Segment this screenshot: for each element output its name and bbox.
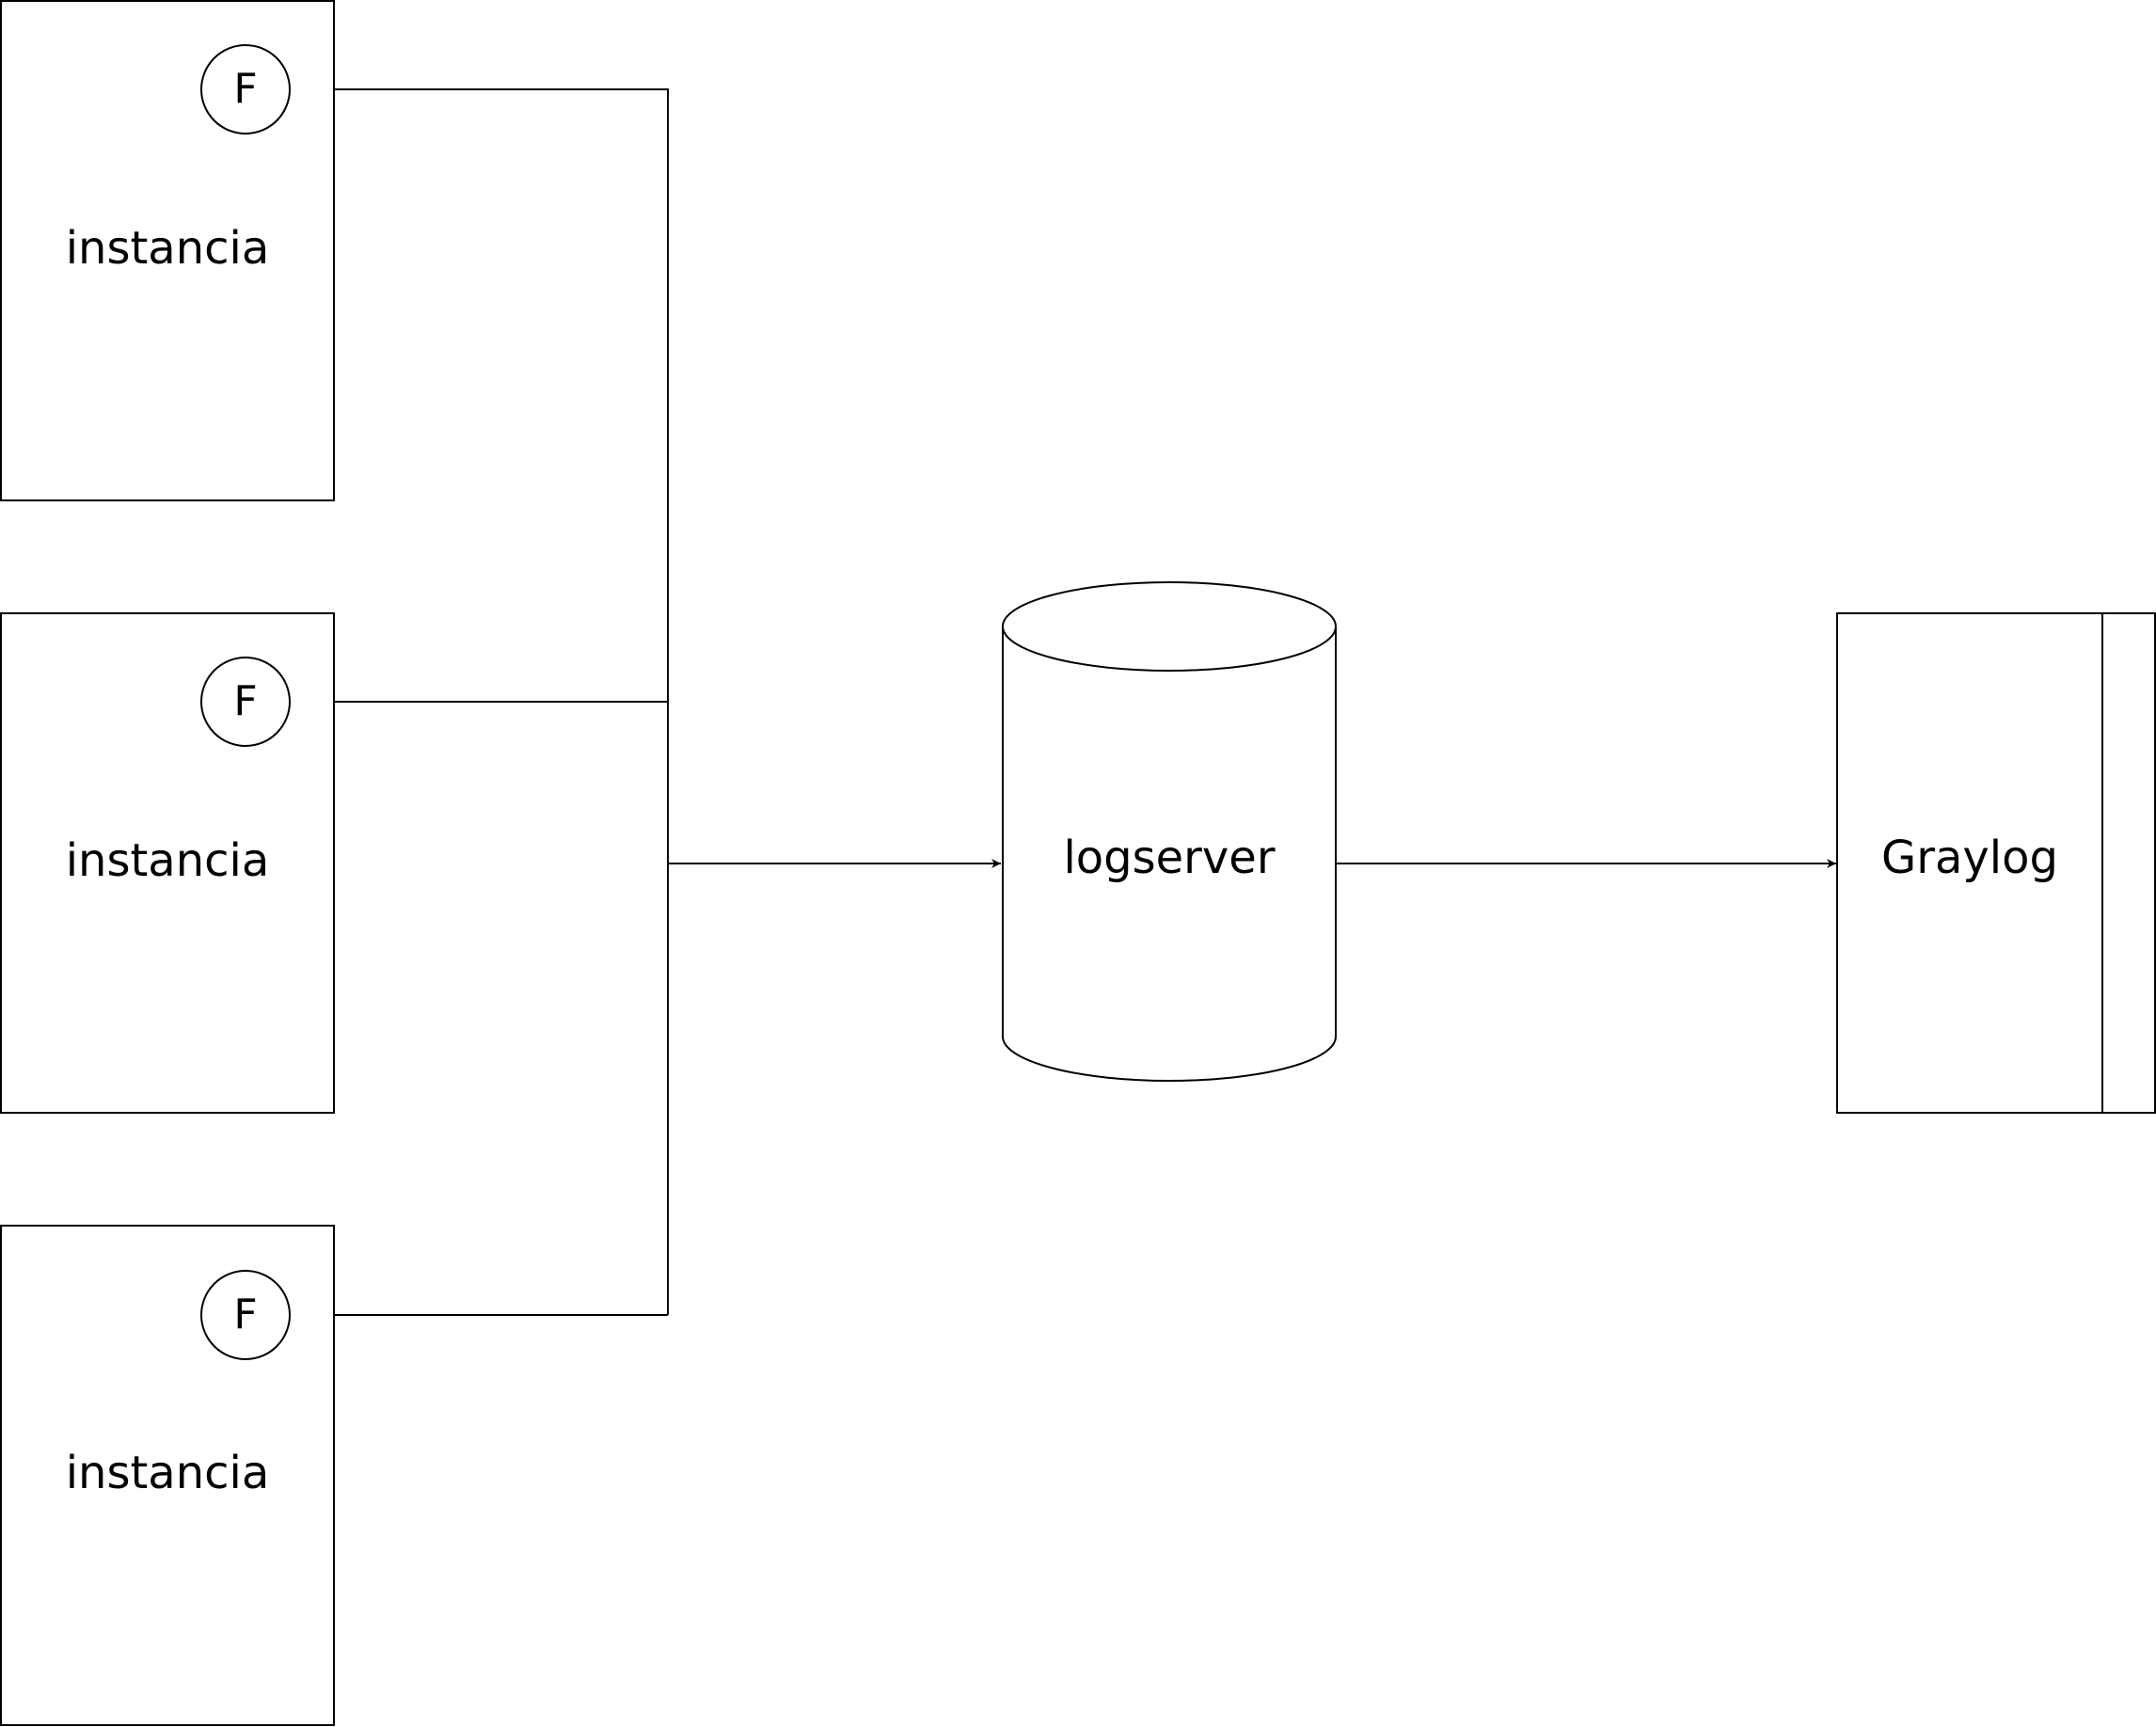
logserver-label: logserver xyxy=(1063,832,1275,884)
database-cylinder-top xyxy=(1002,581,1337,672)
instance-node-2[interactable]: instancia F xyxy=(0,612,335,1114)
edge-instance-1-to-bus xyxy=(292,88,669,1315)
filebeat-badge-label: F xyxy=(233,677,257,725)
connectors xyxy=(292,88,1836,1316)
filebeat-badge-label: F xyxy=(233,1291,257,1339)
instance-node-3[interactable]: instancia F xyxy=(0,1225,335,1726)
instance-label: instancia xyxy=(66,1447,270,1499)
graylog-node[interactable]: Graylog xyxy=(1836,612,2156,1114)
instance-label: instancia xyxy=(66,222,270,275)
instance-label: instancia xyxy=(66,834,270,887)
logserver-database[interactable]: logserver xyxy=(1002,581,1337,1082)
instance-node-1[interactable]: instancia F xyxy=(0,0,335,501)
filebeat-badge-circle xyxy=(200,44,291,135)
filebeat-badge-circle xyxy=(200,657,291,747)
filebeat-badge-circle xyxy=(200,1270,291,1360)
graylog-label: Graylog xyxy=(1881,832,2058,884)
database-cylinder-body xyxy=(1002,626,1337,1082)
filebeat-badge-label: F xyxy=(233,65,257,113)
